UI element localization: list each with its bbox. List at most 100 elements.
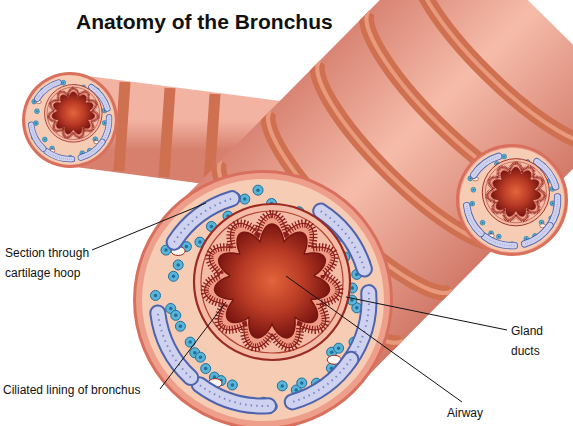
gland-core	[482, 222, 484, 224]
gland	[227, 380, 237, 390]
cartilage-outline	[292, 359, 351, 402]
gland	[35, 109, 40, 114]
airway-lumen	[215, 224, 330, 338]
gland	[201, 364, 211, 374]
gland-core	[280, 384, 284, 388]
part-label: Airway	[447, 403, 507, 423]
ciliated-lining	[205, 214, 340, 348]
gland-core	[473, 189, 475, 191]
gland-core	[188, 340, 192, 344]
gland	[277, 381, 287, 391]
gland-core	[172, 275, 176, 279]
gland	[171, 310, 181, 320]
gland-core	[104, 122, 106, 124]
gland-core	[256, 188, 260, 192]
gland-core	[154, 294, 158, 298]
submucosa	[25, 75, 114, 164]
chondrocytes	[525, 226, 550, 244]
cartilage-outline	[199, 385, 268, 406]
gland-core	[204, 367, 208, 371]
gland-core	[33, 101, 35, 103]
gland	[168, 271, 178, 281]
airway-lumen	[491, 167, 541, 216]
ciliated-lining	[487, 163, 545, 221]
band-highlight	[416, 0, 573, 144]
mucosa-ring	[194, 204, 350, 360]
gland-core	[330, 350, 334, 354]
gland-core	[231, 383, 235, 387]
gland-core	[62, 82, 64, 84]
chondrocytes	[31, 125, 43, 149]
gland-core	[193, 351, 197, 355]
lamina-line	[201, 211, 343, 353]
gland-core	[243, 197, 247, 201]
gland-core	[198, 240, 202, 244]
cartilage-hoop	[31, 125, 43, 149]
mucosa-ring	[482, 159, 549, 226]
gland-core	[337, 346, 341, 350]
cartilage-outline	[81, 142, 103, 158]
chondrocytes	[46, 151, 72, 159]
wall-ring	[136, 173, 390, 426]
gland-core	[169, 307, 173, 311]
leader-line	[92, 203, 206, 250]
gland-core	[94, 138, 96, 140]
submucosa	[460, 148, 564, 252]
gland-core	[174, 314, 178, 318]
gland-core	[552, 203, 554, 205]
diagram-title: Anatomy of the Bronchus	[76, 10, 333, 34]
cartilage-outline	[525, 226, 550, 244]
epithelium-edge	[487, 163, 545, 221]
cartilage-hoop	[81, 142, 103, 158]
gland	[150, 290, 160, 300]
gland-core	[164, 248, 168, 252]
cartilage-hoop	[292, 359, 351, 402]
gland	[175, 321, 185, 331]
gland	[471, 187, 476, 192]
gland-core	[199, 355, 203, 359]
cartilage-outline	[46, 151, 72, 159]
chondrocytes	[485, 236, 515, 245]
gland	[185, 337, 195, 347]
gland-core	[471, 203, 473, 205]
epithelium-edge	[48, 88, 98, 137]
cartilage-hoop	[525, 226, 550, 244]
gland-core	[185, 245, 189, 249]
part-label: Gland ducts	[511, 321, 573, 361]
gland-core	[355, 306, 359, 310]
gland-core	[351, 286, 355, 290]
gland-core	[44, 139, 46, 141]
gland-core	[36, 110, 38, 112]
cartilage-band	[164, 88, 170, 177]
gland	[334, 343, 344, 353]
leader-line	[160, 302, 226, 389]
cartilage-hoop	[46, 151, 72, 159]
cartilage-hoop	[199, 385, 268, 406]
chondrocytes	[199, 385, 268, 406]
trunk-tube	[172, 0, 573, 390]
cartilage-outline	[158, 313, 191, 378]
epithelium-edge	[205, 214, 340, 348]
chondrocytes	[292, 359, 351, 402]
gland	[297, 378, 307, 388]
wall-ring	[459, 147, 565, 253]
cartilage-outline	[467, 206, 481, 234]
gland-core	[469, 178, 471, 180]
gland-core	[300, 381, 304, 385]
outer-wall	[22, 72, 118, 168]
gland	[240, 194, 250, 204]
gland	[480, 220, 485, 225]
gland	[253, 185, 263, 195]
cartilage-outline	[485, 236, 515, 245]
gland-core	[210, 225, 214, 229]
cartilage-band	[119, 82, 125, 171]
main-trunk	[172, 0, 573, 390]
chondrocytes	[467, 206, 481, 234]
lamina-line	[47, 87, 99, 139]
cross-section	[456, 144, 568, 256]
gland-core	[541, 222, 543, 224]
chondrocytes	[81, 142, 103, 158]
gland	[42, 137, 47, 142]
